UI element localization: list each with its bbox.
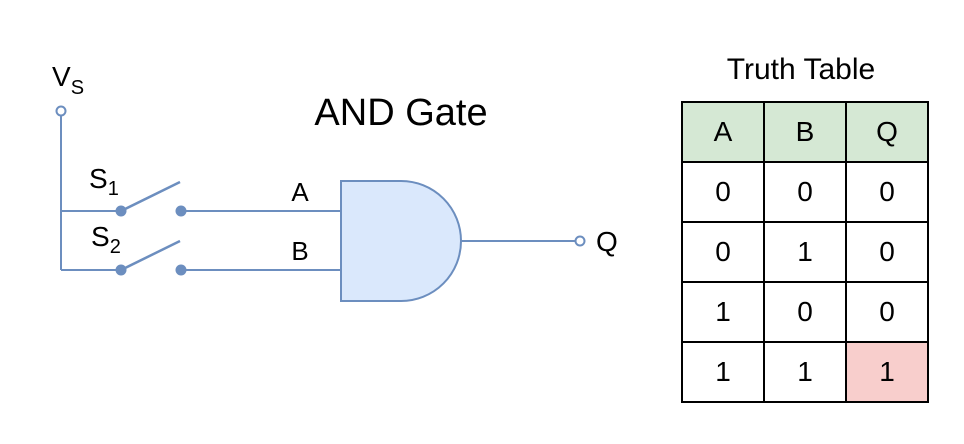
header-cell-a: A bbox=[681, 101, 765, 163]
table-cell: 1 bbox=[681, 341, 765, 403]
table-cell-highlighted: 1 bbox=[845, 341, 929, 403]
table-cell: 0 bbox=[845, 281, 929, 343]
switch1-label: S1 bbox=[89, 163, 119, 200]
table-row: 0 1 0 bbox=[681, 221, 929, 283]
supply-label-main: V bbox=[52, 61, 71, 92]
table-cell: 1 bbox=[763, 221, 847, 283]
table-row: 0 0 0 bbox=[681, 161, 929, 223]
switch1-label-main: S bbox=[89, 163, 108, 194]
header-cell-q: Q bbox=[845, 101, 929, 163]
supply-terminal bbox=[55, 105, 67, 117]
table-cell: 1 bbox=[763, 341, 847, 403]
diagram-title: AND Gate bbox=[314, 92, 487, 134]
table-cell: 0 bbox=[681, 161, 765, 223]
table-row: 1 1 1 bbox=[681, 341, 929, 403]
input-a-label: A bbox=[291, 177, 309, 207]
supply-label-sub: S bbox=[71, 77, 84, 99]
header-cell-b: B bbox=[763, 101, 847, 163]
table-cell: 0 bbox=[845, 161, 929, 223]
table-cell: 0 bbox=[763, 161, 847, 223]
output-q-label: Q bbox=[596, 226, 618, 257]
table-row: 1 0 0 bbox=[681, 281, 929, 343]
table-cell: 0 bbox=[845, 221, 929, 283]
input-b-label: B bbox=[291, 236, 308, 266]
switch1-label-sub: 1 bbox=[108, 178, 119, 200]
switch2-label-main: S bbox=[91, 221, 110, 252]
and-gate-shape bbox=[340, 180, 462, 302]
switch2-blade bbox=[120, 239, 181, 272]
supply-label: VS bbox=[52, 61, 84, 99]
truth-table-header-row: A B Q bbox=[681, 101, 929, 163]
switch1-blade bbox=[120, 180, 181, 213]
truth-table-title: Truth Table bbox=[726, 53, 876, 86]
table-cell: 0 bbox=[763, 281, 847, 343]
switch2-label: S2 bbox=[91, 221, 121, 258]
switch2-label-sub: 2 bbox=[110, 236, 121, 258]
output-terminal bbox=[574, 235, 586, 247]
table-cell: 1 bbox=[681, 281, 765, 343]
table-cell: 0 bbox=[681, 221, 765, 283]
truth-table: A B Q 0 0 0 0 1 0 1 0 0 1 1 1 bbox=[681, 101, 929, 403]
